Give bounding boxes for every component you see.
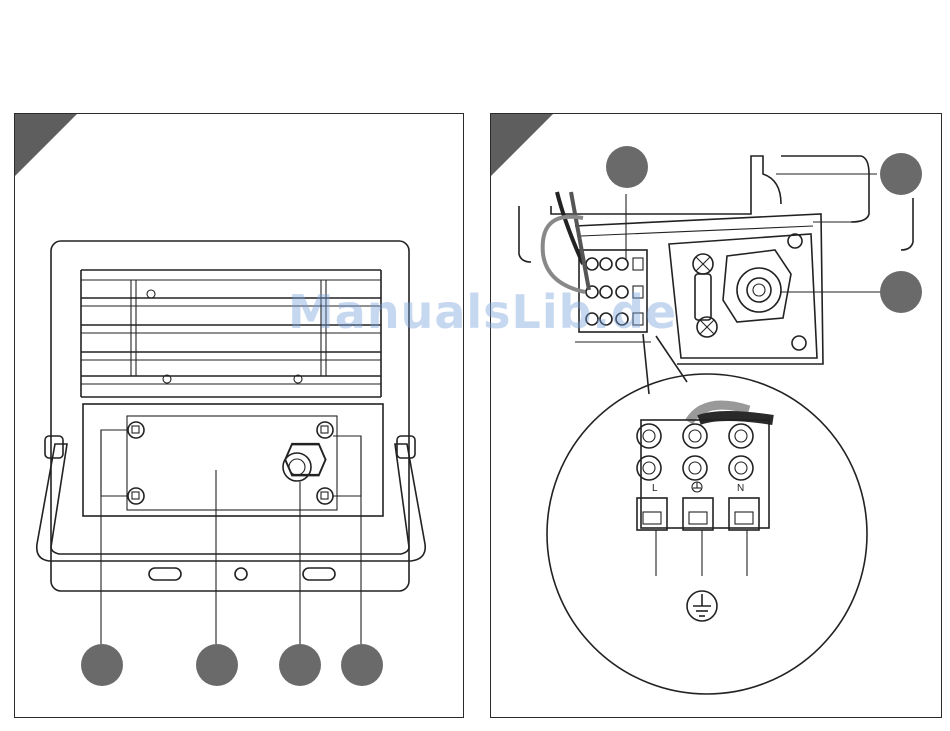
- callout-badge-2: [196, 644, 238, 686]
- cable-gland-icon: [283, 444, 326, 481]
- mounting-bracket: [37, 436, 425, 580]
- callout-leader-lines: [626, 174, 881, 292]
- callout-badge-5: [606, 146, 648, 188]
- terminal-block-enlarged: L N: [637, 405, 773, 576]
- figure-panel-left: [14, 113, 464, 718]
- junction-box-cover: [127, 416, 337, 510]
- callout-badge-3: [279, 644, 321, 686]
- terminal-label-l: L: [652, 483, 658, 494]
- callout-leader-lines: [101, 430, 361, 644]
- callout-badge-1: [81, 644, 123, 686]
- earth-ground-symbol-icon: [687, 591, 717, 621]
- terminal-wiring-drawing: L N: [491, 114, 942, 718]
- screw-icon: [128, 422, 333, 504]
- callout-badge-7: [880, 271, 922, 313]
- earth-ground-mini-icon: [692, 482, 702, 492]
- callout-badges: [81, 644, 383, 686]
- zoom-pointer-right: [656, 336, 687, 382]
- figure-panel-right: L N: [490, 113, 942, 718]
- terminal-label-n: N: [737, 483, 744, 494]
- floodlight-back-drawing: [15, 114, 464, 718]
- cable-gland-icon: [695, 250, 791, 322]
- callout-badges: [606, 146, 922, 313]
- terminal-block-small: [579, 250, 647, 332]
- supply-wires: [543, 192, 589, 292]
- cooling-fins: [81, 270, 381, 397]
- screw-icon: [693, 254, 717, 337]
- callout-badge-4: [341, 644, 383, 686]
- callout-badge-6: [880, 153, 922, 195]
